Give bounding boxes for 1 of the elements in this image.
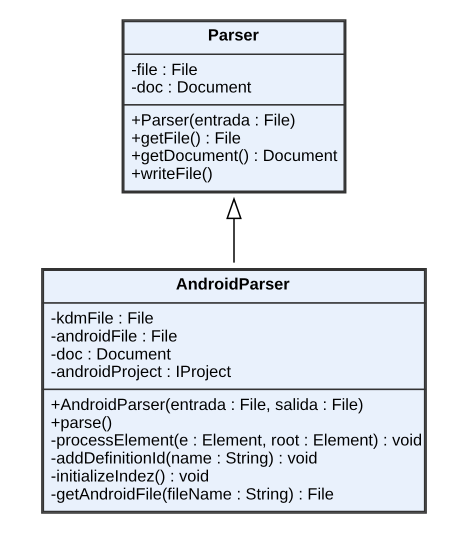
arrow (226, 196, 242, 263)
